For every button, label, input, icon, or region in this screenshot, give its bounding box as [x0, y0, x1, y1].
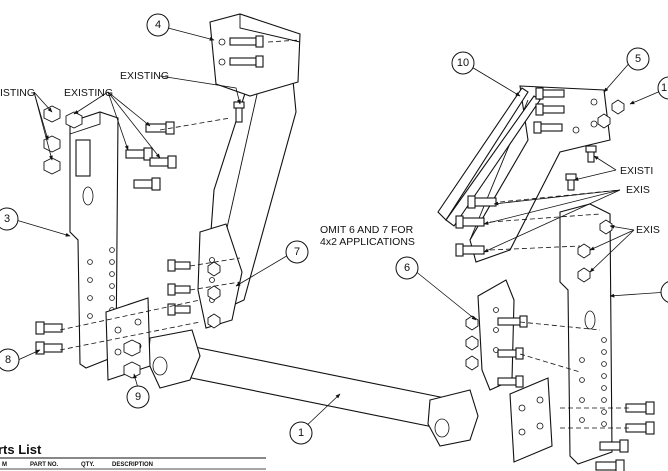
parts-list-header-qty: QTY. [81, 462, 95, 468]
parts-list-title: rts List [0, 442, 42, 457]
parts-list-header-partno: PART NO. [30, 462, 59, 468]
callout-bubble-1: 1 [289, 421, 313, 445]
left-upright-arm [197, 13, 301, 329]
callout-7-number: 7 [294, 246, 300, 258]
callout-4-number: 4 [155, 19, 161, 31]
left-backing-plate [105, 297, 151, 381]
callout-bubble-8: 8 [0, 348, 20, 372]
callout-bubble-10: 10 [451, 51, 475, 75]
existing-label-right-1: EXISTI [620, 165, 653, 177]
callout-bubble-3: 3 [0, 207, 19, 231]
parts-list-header-description: DESCRIPTION [112, 462, 153, 468]
right-plate-hole-row [579, 337, 607, 427]
callout-bubble-9: 9 [126, 385, 150, 409]
callout-8-number: 8 [5, 354, 11, 366]
callout-10-number: 10 [457, 57, 469, 69]
parts-list-header-item: M [2, 462, 7, 468]
callout-bubble-4: 4 [146, 13, 170, 37]
existing-label-right-2: EXIS [626, 184, 650, 196]
hardware-bolts [35, 35, 655, 471]
callout-3-number: 3 [4, 213, 10, 225]
existing-label-left: EXISTING [64, 87, 113, 99]
callout-bubble-5: 5 [626, 47, 650, 71]
right-side-plate-part [559, 203, 613, 465]
callout-bubble-partial-right [660, 281, 668, 303]
right-upright-arm [437, 85, 611, 263]
omit-note-line-2: 4x2 APPLICATIONS [320, 236, 415, 248]
left-side-plate-part [69, 111, 119, 369]
callout-9-number: 9 [135, 391, 141, 403]
callout-leaders [15, 27, 668, 431]
cross-tube-part [147, 329, 479, 447]
parts-list: rts List M PART NO. QTY. DESCRIPTION [0, 442, 266, 470]
callout-bubble-7: 7 [285, 240, 309, 264]
omit-note-line-1: OMIT 6 AND 7 FOR [320, 224, 414, 236]
existing-label-far-left: EXISTING [0, 87, 35, 99]
callout-1r-number: 1 [661, 82, 667, 94]
existing-label-right-3: EXIS [636, 224, 660, 236]
callout-6-number: 6 [404, 262, 410, 274]
right-gusset-plate [477, 279, 553, 463]
callout-bubble-6: 6 [395, 256, 419, 280]
callout-bubble-1-right: 1 [657, 76, 668, 100]
callout-5-number: 5 [635, 53, 641, 65]
existing-label-top: EXISTING [120, 70, 169, 82]
callout-1-number: 1 [298, 427, 304, 439]
